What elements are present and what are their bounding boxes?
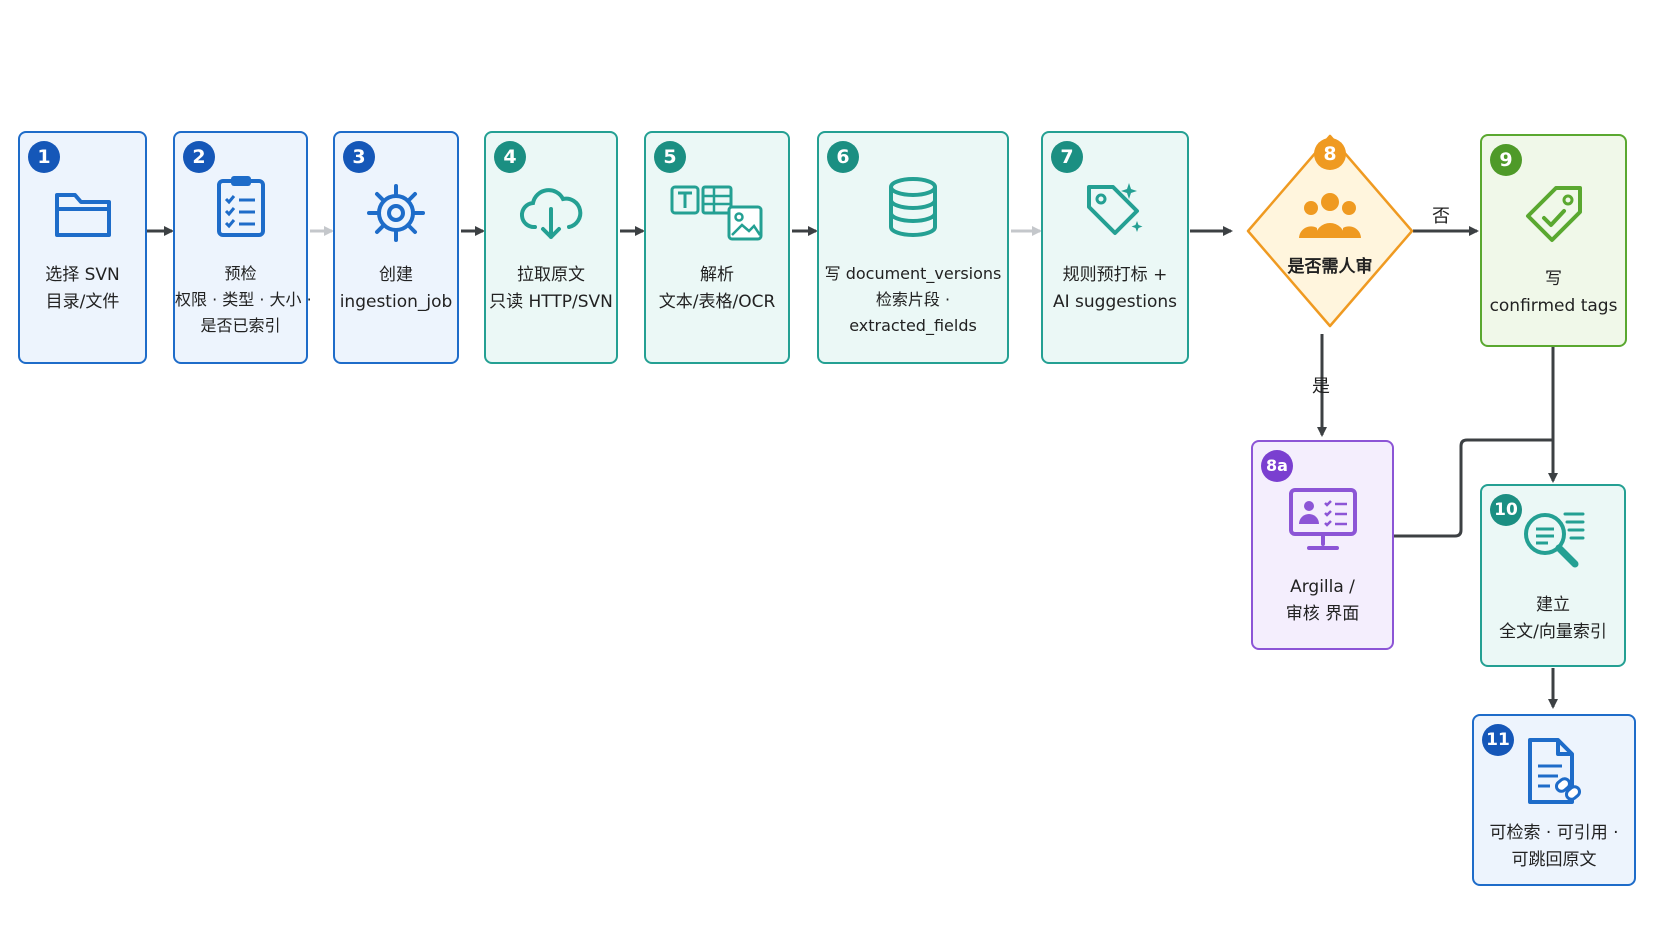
step-badge: 10 bbox=[1490, 494, 1522, 526]
step-text: 写 confirmed tags bbox=[1482, 266, 1625, 320]
step-line: 目录/文件 bbox=[45, 292, 120, 312]
step-text: 写 document_versions 检索片段 · extracted_fie… bbox=[819, 261, 1007, 339]
step-line: 规则预打标 + bbox=[1062, 265, 1168, 285]
step-line: 创建 bbox=[379, 265, 413, 285]
edge-8a-merge bbox=[1394, 438, 1553, 538]
step-line: confirmed tags bbox=[1489, 296, 1618, 316]
step-badge: 6 bbox=[827, 141, 859, 173]
step-line: AI suggestions bbox=[1053, 292, 1177, 312]
step-text: 预检 权限 · 类型 · 大小 · 是否已索引 bbox=[175, 261, 312, 339]
cloud-download-icon bbox=[520, 188, 583, 239]
step-1-select-svn: 1 选择 SVN 目录/文件 bbox=[18, 131, 147, 364]
step-line: 可跳回原文 bbox=[1511, 850, 1597, 870]
step-6-write-versions: 6 写 document_versions 检索片段 · extracted_f… bbox=[817, 131, 1009, 364]
step-line: 审核 界面 bbox=[1285, 604, 1360, 624]
step-line: 可检索 · 可引用 · bbox=[1489, 823, 1619, 843]
step-2-precheck: 2 预检 权限 · 类型 · 大小 · 是否已索引 bbox=[173, 131, 312, 364]
step-line: 建立 bbox=[1536, 595, 1570, 615]
step-line: 写 bbox=[1545, 269, 1562, 289]
tag-sparkle-icon bbox=[1087, 183, 1143, 235]
step-text: 创建 ingestion_job bbox=[335, 262, 457, 316]
step-badge: 4 bbox=[494, 141, 526, 173]
step-badge: 8a bbox=[1261, 450, 1293, 482]
step-badge: 1 bbox=[28, 141, 60, 173]
step-8-review-decision: 8 是否需人审 bbox=[1240, 130, 1420, 330]
document-link-icon bbox=[1528, 738, 1582, 804]
step-3-create-job: 3 创建 ingestion_job bbox=[333, 131, 459, 364]
step-badge: 11 bbox=[1482, 724, 1514, 756]
step-badge: 2 bbox=[183, 141, 215, 173]
step-badge: 8 bbox=[1314, 138, 1346, 170]
step-text: 解析 文本/表格/OCR bbox=[646, 262, 788, 316]
step-text: 拉取原文 只读 HTTP/SVN bbox=[486, 262, 616, 316]
step-line: extracted_fields bbox=[849, 316, 977, 335]
monitor-review-icon bbox=[1288, 488, 1357, 550]
folder-icon bbox=[54, 193, 111, 237]
step-text: 规则预打标 + AI suggestions bbox=[1043, 262, 1187, 316]
step-4-fetch-original: 4 拉取原文 只读 HTTP/SVN bbox=[484, 131, 618, 364]
step-line: 权限 · 类型 · 大小 · bbox=[175, 290, 312, 309]
step-line: 写 document_versions bbox=[824, 264, 1002, 283]
people-group-icon bbox=[1299, 193, 1361, 238]
magnifier-document-icon bbox=[1524, 512, 1585, 568]
edge-label-yes: 是 bbox=[1312, 376, 1330, 397]
step-8a-argilla-review: 8a Argilla / 审核 界面 bbox=[1251, 440, 1394, 650]
step-text: 选择 SVN 目录/文件 bbox=[20, 262, 145, 316]
text-table-image-icon bbox=[670, 185, 763, 241]
step-line: 解析 bbox=[700, 265, 734, 285]
step-10-build-index: 10 建立 全文/向量索引 bbox=[1480, 484, 1626, 667]
step-text: Argilla / 审核 界面 bbox=[1253, 574, 1392, 628]
step-line: 是否已索引 bbox=[200, 316, 281, 335]
step-11-searchable-citable: 11 可检索 · 可引用 · 可跳回原文 bbox=[1472, 714, 1636, 886]
step-line: 预检 bbox=[224, 264, 257, 283]
step-badge: 7 bbox=[1051, 141, 1083, 173]
step-line: ingestion_job bbox=[339, 292, 453, 312]
step-line: 全文/向量索引 bbox=[1499, 622, 1607, 642]
tag-check-icon bbox=[1525, 186, 1582, 242]
edge-label-no: 否 bbox=[1432, 206, 1450, 227]
database-icon bbox=[889, 177, 937, 237]
step-7-rule-pretag: 7 规则预打标 + AI suggestions bbox=[1041, 131, 1189, 364]
step-line: 只读 HTTP/SVN bbox=[489, 292, 613, 312]
step-line: 选择 SVN bbox=[45, 265, 120, 285]
step-9-write-confirmed-tags: 9 写 confirmed tags bbox=[1480, 134, 1627, 347]
step-line: 拉取原文 bbox=[517, 265, 585, 285]
step-badge: 3 bbox=[343, 141, 375, 173]
clipboard-checklist-icon bbox=[216, 176, 265, 237]
step-text: 可检索 · 可引用 · 可跳回原文 bbox=[1474, 820, 1634, 874]
step-badge: 5 bbox=[654, 141, 686, 173]
step-text: 建立 全文/向量索引 bbox=[1482, 592, 1624, 646]
step-line: Argilla / bbox=[1290, 577, 1355, 597]
gear-icon bbox=[367, 184, 425, 242]
step-5-parse: 5 解析 文本/表格/OCR bbox=[644, 131, 790, 364]
step-line: 检索片段 · bbox=[875, 290, 951, 309]
step-badge: 9 bbox=[1490, 144, 1522, 176]
decision-label: 是否需人审 bbox=[1287, 257, 1373, 277]
step-line: 文本/表格/OCR bbox=[658, 292, 776, 312]
